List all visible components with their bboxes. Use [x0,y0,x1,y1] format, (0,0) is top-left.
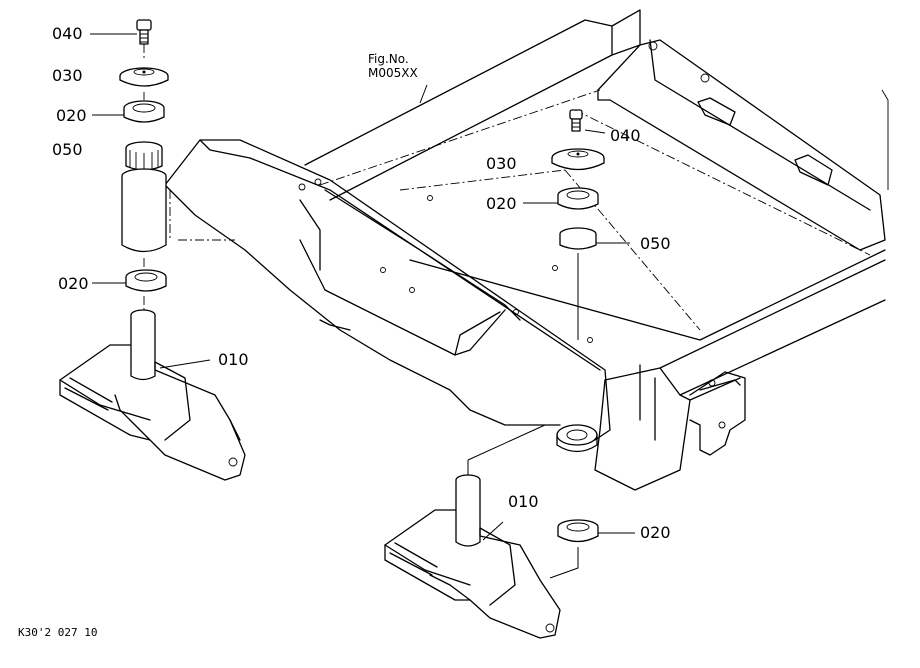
callout-050-right: 050 [640,234,671,253]
tube-housing-left [121,168,167,253]
bolt-040-right [569,109,583,132]
figure-reference-line2: M005XX [368,66,418,80]
callout-010-left: 010 [218,350,249,369]
bearing-020-top [123,100,165,123]
caster-fork-010-left [59,309,246,481]
axle-beam [164,139,611,453]
callout-020-mid: 020 [58,274,89,293]
dust-cap-030-right [551,148,605,171]
collar-050-left [125,141,163,171]
callout-040-right: 040 [610,126,641,145]
callout-040-top: 040 [52,24,83,43]
bearing-020-bottom [557,519,599,543]
bearing-020-mid [125,269,167,292]
leader-lines [90,33,635,541]
dust-cap-030-top [119,67,169,87]
right-caster-stack [384,109,605,639]
bearing-020-right [557,187,599,210]
callout-050-left: 050 [52,140,83,159]
caster-fork-010-bottom [384,474,561,639]
callout-030-top: 030 [52,66,83,85]
bolt-040-top [136,19,152,45]
left-caster-stack [59,19,246,481]
callout-010-bottom: 010 [508,492,539,511]
figure-reference-line1: Fig.No. [368,52,409,66]
frame-assembly [304,9,889,491]
collar-050-right [559,227,597,250]
callout-020-right: 020 [486,194,517,213]
callout-020-bottom: 020 [640,523,671,542]
figure-reference: Fig.No. M005XX [368,52,418,80]
callout-020-top: 020 [56,106,87,125]
drawing-code: K30'2 027 10 [18,626,98,639]
callout-030-right: 030 [486,154,517,173]
